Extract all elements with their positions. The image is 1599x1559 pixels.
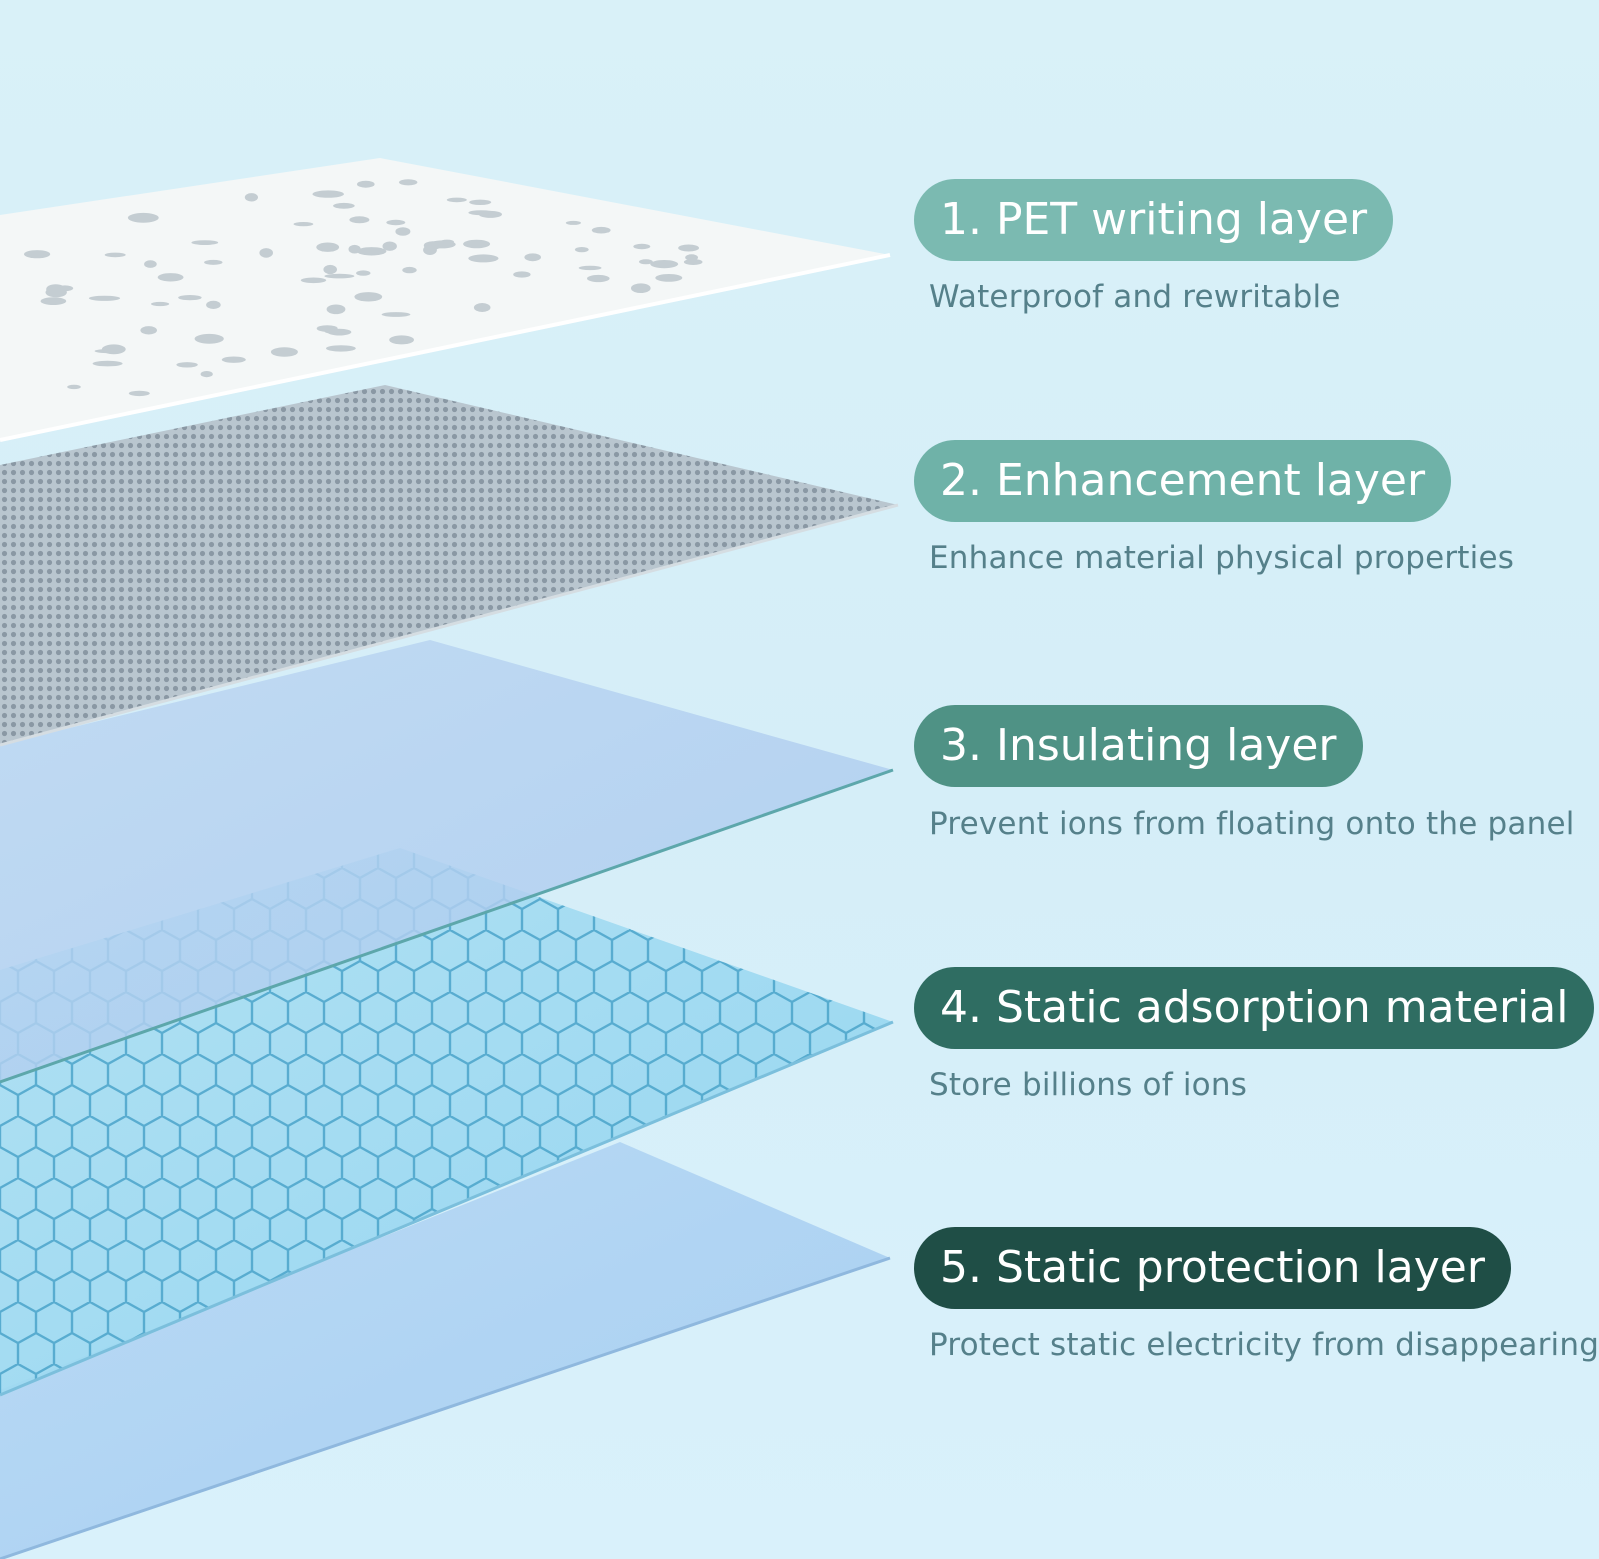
water-droplet bbox=[88, 295, 121, 301]
water-droplet bbox=[206, 300, 221, 309]
water-droplet bbox=[194, 333, 224, 344]
water-droplet bbox=[386, 219, 406, 226]
water-droplet bbox=[312, 190, 344, 198]
layer-3-description: Prevent ions from floating onto the pane… bbox=[929, 806, 1575, 842]
water-droplet bbox=[655, 274, 683, 282]
water-droplet bbox=[574, 247, 589, 253]
water-droplet bbox=[244, 193, 258, 202]
water-droplet bbox=[204, 259, 223, 265]
enhancement-sheet bbox=[0, 385, 899, 747]
water-droplet bbox=[270, 347, 298, 357]
water-droplet bbox=[524, 253, 541, 262]
water-droplet bbox=[356, 247, 387, 256]
layer-stack-illustration bbox=[0, 158, 899, 1559]
water-droplet bbox=[324, 273, 355, 279]
water-droplet bbox=[633, 243, 651, 250]
water-droplet bbox=[23, 250, 51, 259]
water-droplet bbox=[399, 179, 418, 186]
water-droplet bbox=[446, 197, 467, 203]
static-protection-sheet bbox=[0, 1142, 891, 1559]
water-droplet bbox=[176, 362, 198, 368]
water-droplet bbox=[144, 260, 157, 268]
water-droplet bbox=[402, 266, 417, 274]
water-droplet bbox=[587, 274, 610, 283]
layer-4-description: Store billions of ions bbox=[929, 1067, 1248, 1103]
water-droplet bbox=[40, 297, 67, 305]
water-droplet bbox=[326, 345, 356, 352]
water-droplets bbox=[23, 179, 703, 397]
insulating-sheet bbox=[0, 640, 894, 1084]
water-droplet bbox=[678, 244, 699, 252]
water-droplet bbox=[324, 329, 346, 334]
water-droplet bbox=[323, 264, 338, 275]
water-droplet bbox=[200, 371, 213, 378]
water-droplet bbox=[259, 248, 274, 258]
layer-4-title: 4. Static adsorption material bbox=[914, 967, 1595, 1049]
water-droplet bbox=[463, 239, 491, 249]
water-droplet bbox=[513, 271, 531, 278]
water-droplet bbox=[468, 254, 499, 263]
water-droplet bbox=[67, 384, 81, 390]
water-droplet bbox=[468, 210, 495, 216]
layer-3-title: 3. Insulating layer bbox=[914, 705, 1363, 787]
water-droplet bbox=[178, 295, 202, 301]
water-droplet bbox=[357, 180, 375, 188]
water-droplet bbox=[293, 222, 314, 227]
water-droplet bbox=[92, 360, 123, 367]
water-droplet bbox=[151, 301, 170, 307]
water-droplet bbox=[389, 335, 414, 345]
water-droplet bbox=[591, 226, 611, 234]
water-droplet bbox=[104, 252, 126, 258]
water-droplet bbox=[127, 212, 159, 223]
water-droplet bbox=[423, 245, 437, 255]
water-droplet bbox=[578, 265, 602, 271]
water-droplet bbox=[333, 202, 355, 209]
layer-5-description: Protect static electricity from disappea… bbox=[929, 1327, 1599, 1363]
water-droplet bbox=[650, 260, 679, 269]
water-droplet bbox=[469, 199, 492, 205]
water-droplet bbox=[191, 240, 219, 246]
water-droplet bbox=[639, 259, 653, 265]
water-droplet bbox=[349, 216, 370, 224]
water-droplet bbox=[326, 304, 346, 315]
layer-1-title: 1. PET writing layer bbox=[914, 179, 1394, 261]
water-droplet bbox=[473, 303, 491, 312]
water-droplet bbox=[356, 270, 371, 276]
water-droplet bbox=[131, 214, 145, 219]
water-droplet bbox=[140, 326, 157, 335]
water-droplet bbox=[157, 273, 184, 282]
water-droplet bbox=[440, 239, 454, 245]
water-droplet bbox=[631, 283, 651, 294]
water-droplet bbox=[316, 242, 340, 252]
water-droplet bbox=[382, 241, 397, 251]
water-droplet bbox=[300, 277, 327, 284]
water-droplet bbox=[101, 344, 126, 355]
layer-2-title: 2. Enhancement layer bbox=[914, 440, 1452, 522]
pet-writing-sheet bbox=[0, 158, 891, 442]
water-droplet bbox=[46, 284, 66, 294]
water-droplet bbox=[128, 390, 150, 397]
water-droplet bbox=[221, 356, 246, 363]
water-droplet bbox=[395, 227, 411, 236]
layer-2-description: Enhance material physical properties bbox=[929, 540, 1515, 576]
water-droplet bbox=[683, 259, 703, 265]
water-droplet bbox=[381, 312, 411, 317]
water-droplet bbox=[565, 220, 582, 225]
layer-5-title: 5. Static protection layer bbox=[914, 1227, 1511, 1309]
layer-1-description: Waterproof and rewritable bbox=[929, 279, 1341, 315]
water-droplet bbox=[354, 292, 383, 302]
